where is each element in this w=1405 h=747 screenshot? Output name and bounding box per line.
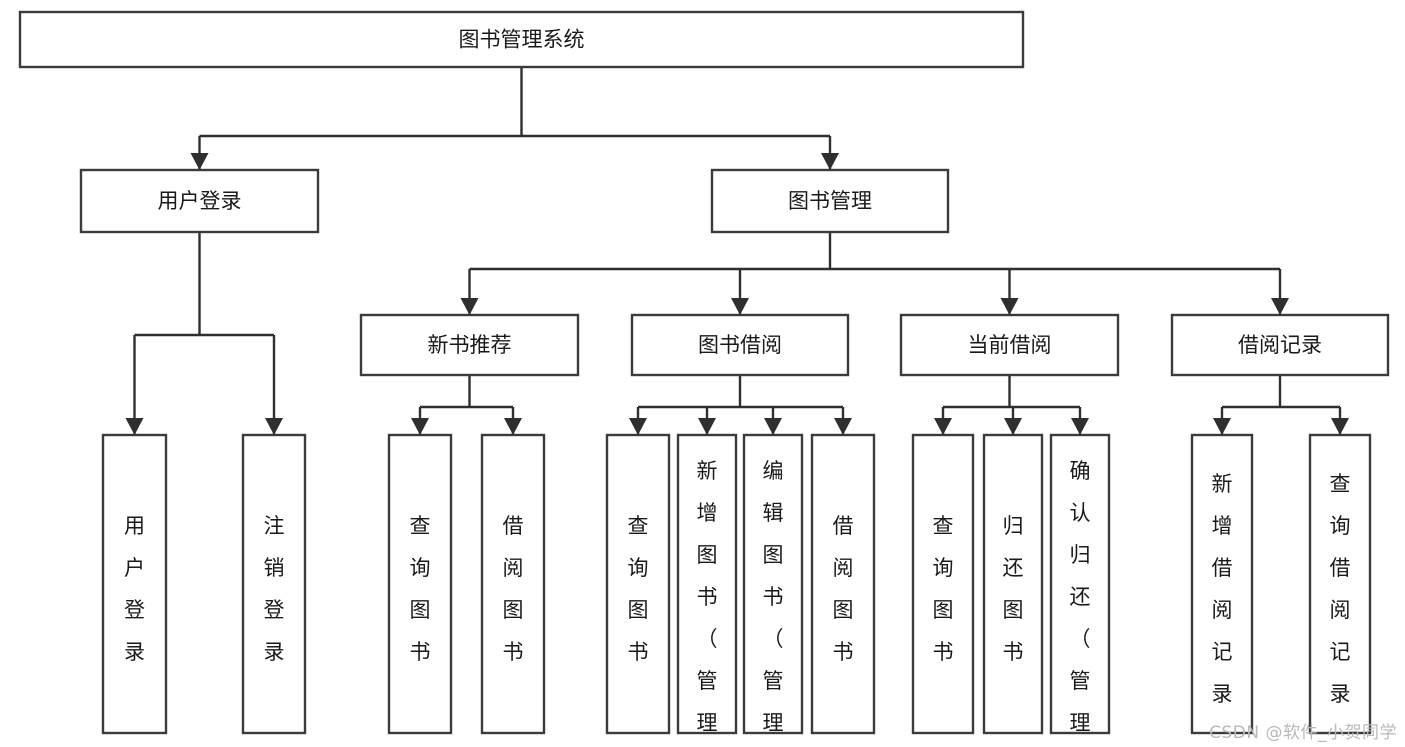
node-book-borrow[interactable]: 图书借阅 — [630, 313, 850, 377]
leaf-leaf-add-book-label: 新增图书（管理员） — [697, 459, 718, 747]
edge-arrowhead — [504, 418, 522, 435]
edges-layer — [125, 67, 1349, 435]
node-book-manage[interactable]: 图书管理 — [710, 168, 950, 234]
node-root[interactable]: 图书管理系统 — [18, 10, 1025, 69]
leaf-leaf-return-book[interactable]: 归还图书 — [982, 433, 1044, 735]
node-book-borrow-rect — [630, 313, 850, 377]
node-borrow-record-label: 借阅记录 — [1238, 333, 1322, 357]
leaf-leaf-query-record-label: 查询借阅记录 — [1330, 472, 1351, 706]
leaf-leaf-borrow-book-rec-rect — [480, 433, 546, 735]
edge-arrowhead — [698, 418, 716, 435]
leaf-leaf-query-book-b-rect — [605, 433, 671, 735]
node-new-book-rec-rect — [359, 313, 580, 377]
nodes-layer: 图书管理系统用户登录图书管理新书推荐图书借阅当前借阅借阅记录用户登录注销登录查询… — [18, 10, 1390, 747]
edge-arrowhead — [411, 418, 429, 435]
leaf-leaf-return-book-rect — [982, 433, 1044, 735]
leaf-leaf-query-book-b-label: 查询图书 — [628, 514, 649, 664]
leaf-leaf-confirm-return[interactable]: 确认归还（管理员） — [1049, 433, 1111, 747]
leaf-leaf-query-book-b[interactable]: 查询图书 — [605, 433, 671, 735]
node-current-borrow-rect — [899, 313, 1120, 377]
node-book-manage-label: 图书管理 — [788, 189, 872, 213]
leaf-leaf-query-book-c-label: 查询图书 — [933, 514, 954, 664]
node-root-label: 图书管理系统 — [459, 28, 585, 52]
leaf-leaf-query-book-rec[interactable]: 查询图书 — [387, 433, 453, 735]
leaf-leaf-query-book-rec-rect — [387, 433, 453, 735]
node-book-manage-rect — [710, 168, 950, 234]
edge-arrowhead — [764, 418, 782, 435]
leaf-leaf-add-book-rect — [676, 433, 738, 735]
leaf-leaf-borrow-book-b-rect — [810, 433, 876, 735]
node-borrow-record-rect — [1170, 313, 1390, 377]
leaf-leaf-query-record-rect — [1308, 433, 1372, 735]
edge-arrowhead — [125, 418, 144, 435]
leaf-leaf-add-record[interactable]: 新增借阅记录 — [1190, 433, 1254, 735]
node-borrow-record[interactable]: 借阅记录 — [1170, 313, 1390, 377]
node-user-login-rect — [79, 168, 320, 234]
edge-arrowhead — [934, 418, 952, 435]
node-book-borrow-label: 图书借阅 — [698, 333, 782, 357]
leaf-leaf-add-book[interactable]: 新增图书（管理员） — [676, 433, 738, 747]
leaf-leaf-user-login-rect — [101, 433, 168, 735]
edge-arrowhead — [1271, 298, 1289, 315]
leaf-leaf-query-record[interactable]: 查询借阅记录 — [1308, 433, 1372, 735]
leaf-leaf-edit-book-rect — [742, 433, 804, 735]
leaf-leaf-logout[interactable]: 注销登录 — [241, 433, 307, 735]
edge-arrowhead — [1213, 418, 1231, 435]
leaf-leaf-query-book-c-rect — [911, 433, 975, 735]
edge-arrowhead — [731, 298, 749, 315]
leaf-leaf-edit-book[interactable]: 编辑图书（管理员） — [742, 433, 804, 747]
node-current-borrow-label: 当前借阅 — [968, 333, 1052, 357]
leaf-leaf-edit-book-label: 编辑图书（管理员） — [763, 459, 784, 747]
node-new-book-rec[interactable]: 新书推荐 — [359, 313, 580, 377]
edge-arrowhead — [1000, 298, 1019, 315]
edge-arrowhead — [190, 153, 209, 170]
leaf-leaf-logout-label: 注销登录 — [264, 514, 285, 664]
leaf-leaf-add-record-rect — [1190, 433, 1254, 735]
leaf-leaf-borrow-book-b-label: 借阅图书 — [833, 514, 854, 664]
node-new-book-rec-label: 新书推荐 — [428, 333, 512, 357]
edge-arrowhead — [265, 418, 283, 435]
edge-arrowhead — [1331, 418, 1349, 435]
node-root-rect — [18, 10, 1025, 69]
edge-arrowhead — [1004, 418, 1022, 435]
leaf-leaf-logout-rect — [241, 433, 307, 735]
leaf-leaf-user-login-label: 用户登录 — [124, 514, 145, 664]
edge-arrowhead — [629, 418, 647, 435]
edge-arrowhead — [821, 153, 839, 170]
leaf-leaf-return-book-label: 归还图书 — [1003, 514, 1024, 664]
leaf-leaf-borrow-book-b[interactable]: 借阅图书 — [810, 433, 876, 735]
edge-arrowhead — [834, 418, 852, 435]
node-user-login-label: 用户登录 — [158, 189, 242, 213]
leaf-leaf-query-book-rec-label: 查询图书 — [410, 514, 431, 664]
node-user-login[interactable]: 用户登录 — [79, 168, 320, 234]
leaf-leaf-borrow-book-rec-label: 借阅图书 — [503, 514, 524, 664]
leaf-leaf-confirm-return-label: 确认归还（管理员） — [1070, 459, 1091, 747]
leaf-leaf-confirm-return-rect — [1049, 433, 1111, 735]
edge-arrowhead — [460, 298, 479, 315]
leaf-leaf-borrow-book-rec[interactable]: 借阅图书 — [480, 433, 546, 735]
node-current-borrow[interactable]: 当前借阅 — [899, 313, 1120, 377]
leaf-leaf-add-record-label: 新增借阅记录 — [1212, 472, 1233, 706]
edge-arrowhead — [1071, 418, 1089, 435]
leaf-leaf-query-book-c[interactable]: 查询图书 — [911, 433, 975, 735]
leaf-leaf-user-login[interactable]: 用户登录 — [101, 433, 168, 735]
